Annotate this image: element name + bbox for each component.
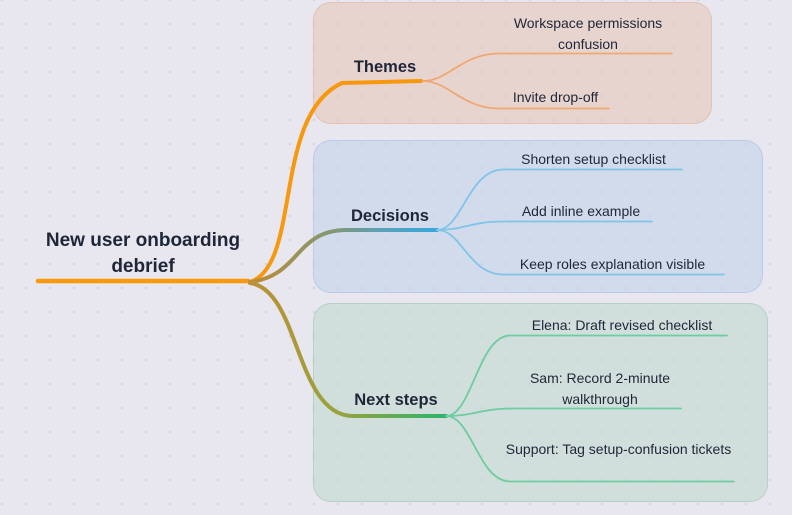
child-node-elena-checklist[interactable]: Elena: Draft revised checklist (531, 317, 713, 333)
branch-decisions-curve (248, 228, 439, 284)
branch-themes-curve (248, 79, 423, 284)
decisions-group-panel[interactable] (313, 140, 763, 293)
branch-node-themes[interactable]: Themes (353, 58, 417, 76)
branch-node-next-steps[interactable]: Next steps (354, 391, 438, 409)
child-node-sam-walkthrough[interactable]: Sam: Record 2-minute walkthrough (529, 370, 671, 407)
child-line-add-inline-example (436, 220, 653, 231)
child-line-sam-walkthrough (445, 407, 682, 417)
child-node-support-tickets[interactable]: Support: Tag setup-confusion tickets (505, 441, 732, 457)
branch-next-steps-curve (248, 281, 448, 418)
child-node-invite-drop-off[interactable]: Invite drop-off (512, 89, 599, 105)
root-node-label[interactable]: New user onboarding debrief (45, 230, 241, 277)
branch-node-decisions[interactable]: Decisions (351, 207, 429, 225)
child-node-shorten-checklist[interactable]: Shorten setup checklist (521, 151, 666, 167)
child-line-keep-roles-visible (436, 229, 725, 276)
child-line-workspace-permissions (422, 52, 673, 82)
child-node-add-inline-example[interactable]: Add inline example (521, 203, 641, 219)
child-line-elena-checklist (445, 334, 728, 417)
child-line-invite-drop-off (422, 80, 610, 110)
child-line-shorten-checklist (436, 168, 683, 231)
themes-group-panel[interactable] (313, 2, 712, 124)
child-node-workspace-permissions[interactable]: Workspace permissions confusion (513, 15, 663, 52)
child-line-support-tickets (445, 415, 735, 483)
child-node-keep-roles-visible[interactable]: Keep roles explanation visible (519, 256, 706, 272)
